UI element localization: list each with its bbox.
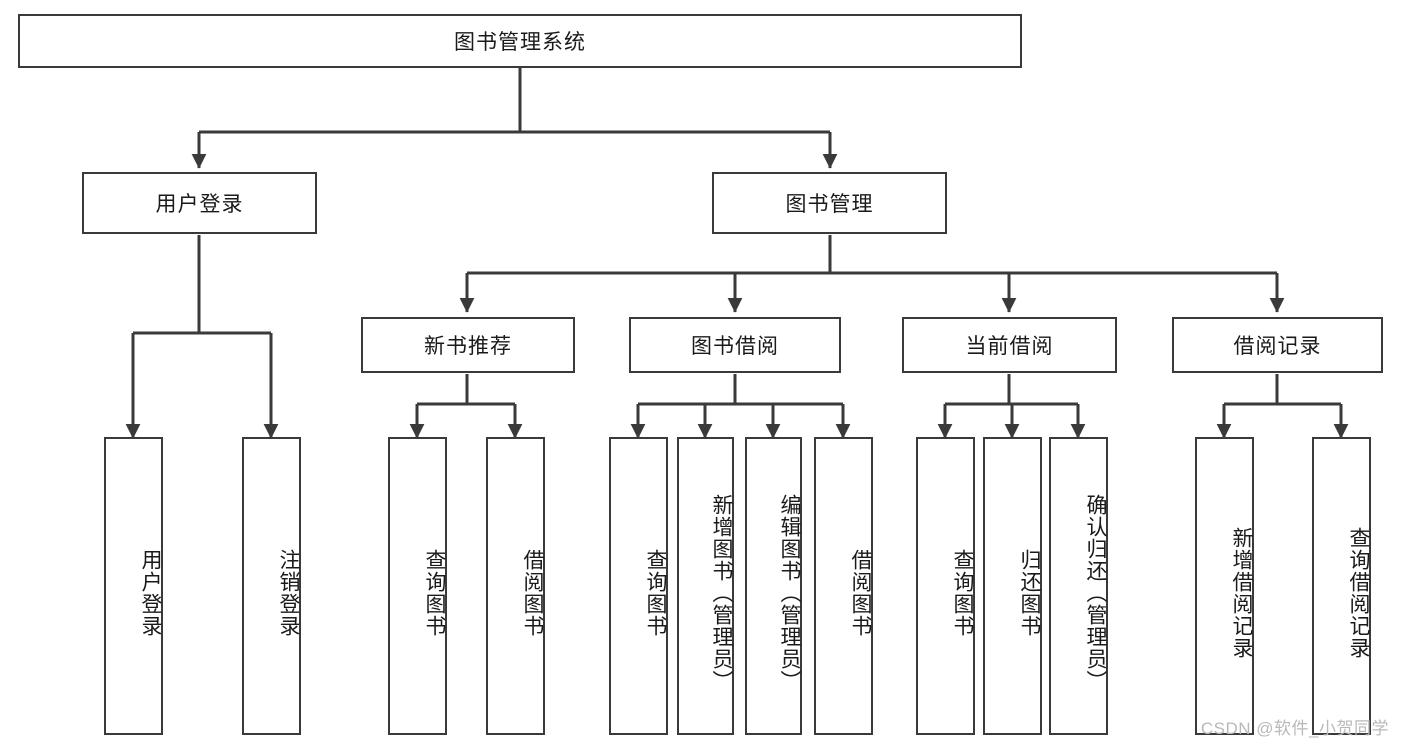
node-leaf-bb-add-book[interactable]: 新增图书（管理员） [677, 437, 734, 735]
node-leaf-bb-query-book-label: 查询图书 [644, 549, 667, 637]
node-leaf-nb-query-book-label: 查询图书 [423, 549, 446, 637]
watermark-text: CSDN @软件_小贺同学 [1200, 719, 1389, 738]
node-leaf-bb-edit-book[interactable]: 编辑图书（管理员） [745, 437, 802, 735]
node-leaf-cb-return-book-label: 归还图书 [1018, 549, 1041, 637]
node-new-book[interactable]: 新书推荐 [361, 317, 575, 373]
node-leaf-cb-return-book[interactable]: 归还图书 [983, 437, 1042, 735]
node-new-book-label: 新书推荐 [424, 335, 512, 358]
node-leaf-cb-query-book-label: 查询图书 [951, 549, 974, 637]
node-borrow-book-label: 图书借阅 [691, 335, 779, 358]
node-leaf-nb-borrow-book-label: 借阅图书 [521, 549, 544, 637]
node-book-manage-label: 图书管理 [785, 193, 874, 216]
node-borrow-book[interactable]: 图书借阅 [629, 317, 841, 373]
node-leaf-logout[interactable]: 注销登录 [242, 437, 301, 735]
node-current-borrow-label: 当前借阅 [965, 335, 1054, 358]
node-borrow-record[interactable]: 借阅记录 [1172, 317, 1383, 373]
node-leaf-br-add-record[interactable]: 新增借阅记录 [1195, 437, 1254, 735]
node-book-manage[interactable]: 图书管理 [712, 172, 947, 234]
node-leaf-br-query-record[interactable]: 查询借阅记录 [1312, 437, 1371, 735]
node-current-borrow[interactable]: 当前借阅 [902, 317, 1117, 373]
node-leaf-br-add-record-label: 新增借阅记录 [1230, 527, 1253, 659]
node-leaf-user-login-label: 用户登录 [139, 549, 162, 637]
node-leaf-nb-query-book[interactable]: 查询图书 [388, 437, 447, 735]
node-root-label: 图书管理系统 [454, 31, 586, 54]
node-leaf-cb-confirm-return[interactable]: 确认归还（管理员） [1049, 437, 1108, 735]
node-leaf-nb-borrow-book[interactable]: 借阅图书 [486, 437, 545, 735]
node-user-login-label: 用户登录 [155, 193, 244, 216]
node-leaf-bb-edit-book-label: 编辑图书（管理员） [778, 494, 801, 692]
node-leaf-cb-query-book[interactable]: 查询图书 [916, 437, 975, 735]
node-borrow-record-label: 借阅记录 [1233, 335, 1322, 358]
node-leaf-bb-add-book-label: 新增图书（管理员） [710, 494, 733, 692]
node-leaf-br-query-record-label: 查询借阅记录 [1347, 527, 1370, 659]
node-leaf-bb-query-book[interactable]: 查询图书 [609, 437, 668, 735]
node-leaf-bb-borrow-book-label: 借阅图书 [849, 549, 872, 637]
node-leaf-bb-borrow-book[interactable]: 借阅图书 [814, 437, 873, 735]
node-leaf-user-login[interactable]: 用户登录 [104, 437, 163, 735]
node-user-login[interactable]: 用户登录 [82, 172, 317, 234]
node-root[interactable]: 图书管理系统 [18, 14, 1022, 68]
node-leaf-cb-confirm-return-label: 确认归还（管理员） [1084, 494, 1107, 692]
node-leaf-logout-label: 注销登录 [277, 549, 300, 637]
